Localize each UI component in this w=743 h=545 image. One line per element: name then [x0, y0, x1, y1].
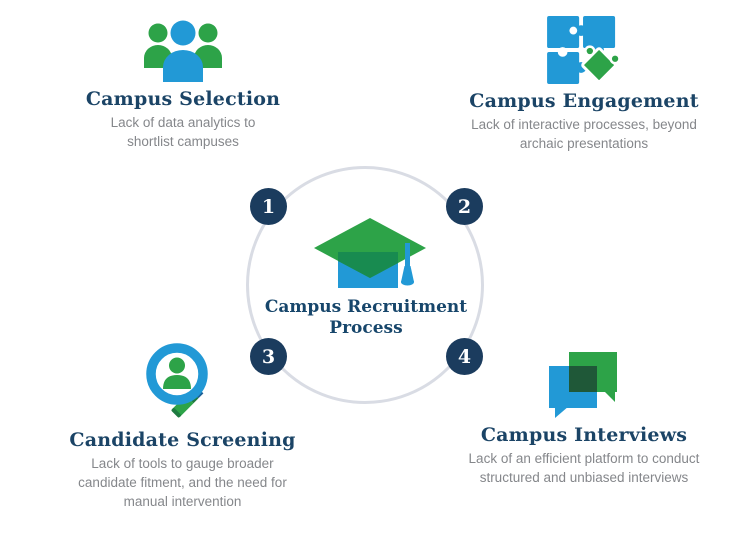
center-label: Campus Recruitment Process: [251, 297, 481, 339]
quadrant-campus-selection: Campus Selection Lack of data analytics …: [53, 20, 313, 151]
graduation-cap-icon: [308, 212, 432, 297]
step-circle-1: 1: [250, 188, 287, 225]
step-circle-2: 2: [446, 188, 483, 225]
quadrant-campus-interviews: Campus Interviews Lack of an efficient p…: [434, 350, 734, 487]
quadrant-candidate-screening: Candidate Screening Lack of tools to gau…: [30, 341, 335, 511]
step-number: 1: [261, 195, 276, 218]
quadrant-description: Lack of an efficient platform to conduct…: [468, 451, 700, 485]
step-number: 2: [457, 195, 472, 218]
step-circle-3: 3: [250, 338, 287, 375]
center-label-line1: Campus Recruitment: [264, 297, 468, 317]
quadrant-title: Campus Engagement: [469, 90, 699, 112]
quadrant-title: Candidate Screening: [69, 429, 296, 451]
quadrant-description: Lack of data analytics to shortlist camp…: [110, 115, 256, 149]
chat-bubbles-icon: [434, 350, 734, 418]
puzzle-pieces-icon: [434, 16, 734, 84]
process-ring: [246, 166, 484, 404]
quadrant-title: Campus Interviews: [480, 424, 688, 446]
step-number: 4: [457, 345, 472, 368]
magnifying-glass-person-icon: [30, 341, 335, 423]
center-label-line2: Process: [329, 318, 403, 338]
step-number: 3: [261, 345, 276, 368]
people-group-icon: [53, 20, 313, 82]
quadrant-description: Lack of interactive processes, beyond ar…: [471, 117, 697, 151]
quadrant-campus-engagement: Campus Engagement Lack of interactive pr…: [434, 16, 734, 153]
step-circle-4: 4: [446, 338, 483, 375]
quadrant-description: Lack of tools to gauge broader candidate…: [78, 456, 287, 509]
quadrant-title: Campus Selection: [85, 88, 281, 110]
